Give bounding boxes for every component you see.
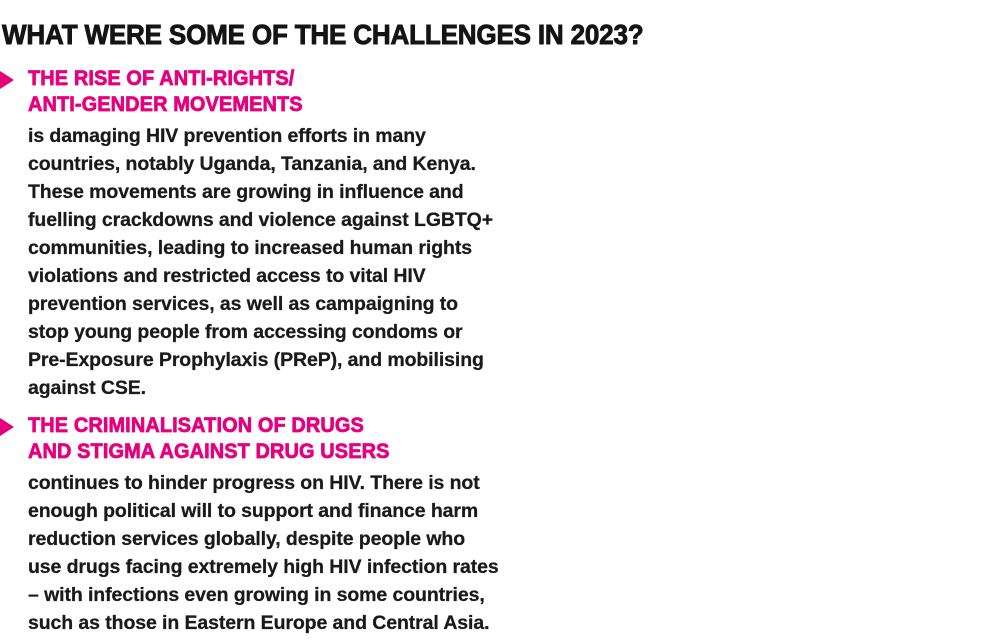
challenge-block-criminalisation-of-drugs: THE CRIMINALISATION OF DRUGS AND STIGMA … <box>0 413 620 637</box>
challenge-heading-line: ANTI-GENDER MOVEMENTS <box>28 93 303 117</box>
body-line: – with infections even growing in some c… <box>28 584 485 606</box>
body-line: stop young people from accessing condoms… <box>28 321 463 343</box>
triangle-right-bullet-icon <box>0 71 14 89</box>
body-line: Pre-Exposure Prophylaxis (PReP), and mob… <box>28 349 484 371</box>
block-body: THE RISE OF ANTI-RIGHTS/ ANTI-GENDER MOV… <box>28 66 620 402</box>
body-line: enough political will to support and fin… <box>28 500 479 522</box>
challenge-heading-line: THE RISE OF ANTI-RIGHTS/ <box>28 67 295 91</box>
body-line: fuelling crackdowns and violence against… <box>28 209 494 231</box>
block-body: THE CRIMINALISATION OF DRUGS AND STIGMA … <box>28 413 620 637</box>
body-line: use drugs facing extremely high HIV infe… <box>28 556 499 578</box>
challenge-heading: THE RISE OF ANTI-RIGHTS/ ANTI-GENDER MOV… <box>28 66 590 118</box>
body-line: is damaging HIV prevention efforts in ma… <box>28 125 426 147</box>
challenge-heading-line: AND STIGMA AGAINST DRUG USERS <box>28 440 390 464</box>
body-line: These movements are growing in influence… <box>28 181 464 203</box>
challenge-heading-line: THE CRIMINALISATION OF DRUGS <box>28 414 365 438</box>
body-line: countries, notably Uganda, Tanzania, and… <box>28 153 476 175</box>
body-line: against CSE. <box>28 377 146 399</box>
challenge-body: continues to hinder progress on HIV. The… <box>28 469 620 637</box>
challenge-heading: THE CRIMINALISATION OF DRUGS AND STIGMA … <box>28 413 590 465</box>
triangle-right-bullet-icon <box>0 418 14 436</box>
page-title: WHAT WERE SOME OF THE CHALLENGES IN 2023… <box>2 18 645 50</box>
body-line: prevention services, as well as campaign… <box>28 293 458 315</box>
body-line: violations and restricted access to vita… <box>28 265 426 287</box>
challenge-block-anti-rights: THE RISE OF ANTI-RIGHTS/ ANTI-GENDER MOV… <box>0 66 620 402</box>
body-line: reduction services globally, despite peo… <box>28 528 466 550</box>
body-line: communities, leading to increased human … <box>28 237 472 259</box>
challenge-body: is damaging HIV prevention efforts in ma… <box>28 122 620 402</box>
body-line: such as those in Eastern Europe and Cent… <box>28 612 490 634</box>
body-line: continues to hinder progress on HIV. The… <box>28 472 480 494</box>
